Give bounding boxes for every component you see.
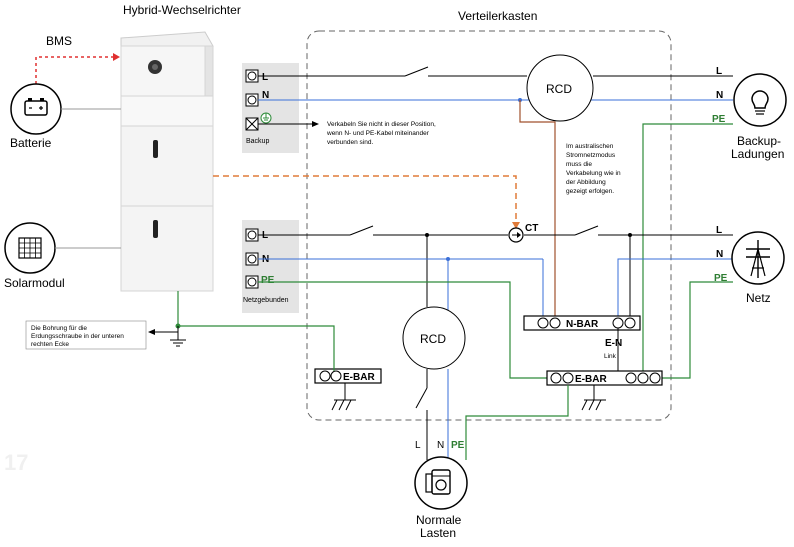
- solar-panel-icon: [4, 222, 56, 274]
- e-bar-right: [546, 370, 663, 386]
- aus-note-5: der Abbildung: [566, 179, 606, 186]
- out-backup-n: N: [716, 90, 723, 101]
- ground-note-2: Erdungsschraube in der unteren: [31, 333, 124, 340]
- lightbulb-icon: [733, 73, 787, 127]
- page-number: 17: [4, 450, 28, 475]
- n-bar-label: N-BAR: [566, 319, 599, 330]
- grid-earth-wire: [258, 281, 548, 379]
- backup-port-n: N: [262, 90, 269, 101]
- wiring-note-3: verbunden sind.: [327, 139, 373, 146]
- backup-earth-wire: [642, 123, 733, 378]
- distribution-title: Verteilerkasten: [458, 9, 537, 23]
- n-bar: [523, 315, 641, 331]
- rcd-neutral-wire: [519, 100, 556, 318]
- grid-port-pe: PE: [261, 275, 275, 286]
- aus-note-3: muss die: [566, 161, 592, 168]
- ct-signal-line: [213, 175, 517, 227]
- out-grid-pe: PE: [714, 273, 728, 284]
- out-grid-n: N: [716, 249, 723, 260]
- load-n: N: [437, 440, 444, 451]
- ground-note-3: rechten Ecke: [31, 341, 69, 348]
- earth-symbol-left: [331, 399, 356, 411]
- battery-label: Batterie: [10, 136, 52, 150]
- backup-port-l: L: [262, 72, 268, 83]
- grid-label: Netz: [746, 291, 771, 305]
- en-link-label-1: E-N: [605, 338, 622, 349]
- wiring-note-2: wenn N- und PE-Kabel miteinander: [326, 130, 430, 137]
- washing-machine-icon: [414, 456, 468, 510]
- ct-sensor: [508, 227, 524, 243]
- earth-symbol-right: [581, 399, 606, 411]
- load-earth-wire: [465, 385, 569, 460]
- solar-label: Solarmodul: [4, 276, 65, 290]
- inverter-ground-icon: [170, 339, 186, 347]
- rcd-top-label: RCD: [546, 82, 572, 96]
- aus-note-1: Im australischen: [566, 143, 614, 150]
- out-backup-pe: PE: [712, 114, 726, 125]
- e-bar-left: [314, 368, 382, 384]
- aus-note-2: Stromnetzmodus: [566, 152, 616, 159]
- ground-note-box: [25, 320, 147, 350]
- load-l: L: [415, 440, 421, 451]
- backup-loads-label-2: Ladungen: [731, 147, 784, 161]
- battery-icon: [10, 83, 62, 135]
- en-link-label-2: Link: [604, 353, 617, 360]
- power-tower-icon: [731, 231, 785, 285]
- distribution-box: [306, 30, 672, 421]
- inverter-earth-wire: [177, 291, 335, 371]
- backup-loads-label-1: Backup-: [737, 134, 781, 148]
- inverter-title: Hybrid-Wechselrichter: [123, 3, 241, 17]
- backup-port: [242, 63, 299, 153]
- wiring-note-1: Verkabeln Sie nicht in dieser Position,: [327, 121, 436, 128]
- ct-label: CT: [525, 223, 538, 234]
- out-grid-l: L: [716, 225, 722, 236]
- aus-note-6: gezeigt erfolgen.: [566, 188, 614, 195]
- grid-port-label: Netzgebunden: [243, 297, 289, 304]
- out-backup-l: L: [716, 66, 722, 77]
- normal-loads-label-1: Normale: [416, 513, 462, 527]
- e-bar-right-label: E-BAR: [575, 374, 607, 385]
- normal-loads-label-2: Lasten: [420, 526, 456, 540]
- rcd-top: [526, 54, 594, 122]
- bms-link: [35, 56, 117, 96]
- ground-note-1: Die Bohrung für die: [31, 325, 87, 332]
- inverter-unit: [120, 31, 214, 292]
- aus-note-4: Verkabelung wie in: [566, 170, 621, 177]
- e-bar-left-label: E-BAR: [343, 372, 375, 383]
- bms-label: BMS: [46, 34, 72, 48]
- load-pe: PE: [451, 440, 465, 451]
- rcd-bottom: [402, 306, 466, 370]
- rcd-bottom-label: RCD: [420, 332, 446, 346]
- backup-port-label: Backup: [246, 138, 269, 145]
